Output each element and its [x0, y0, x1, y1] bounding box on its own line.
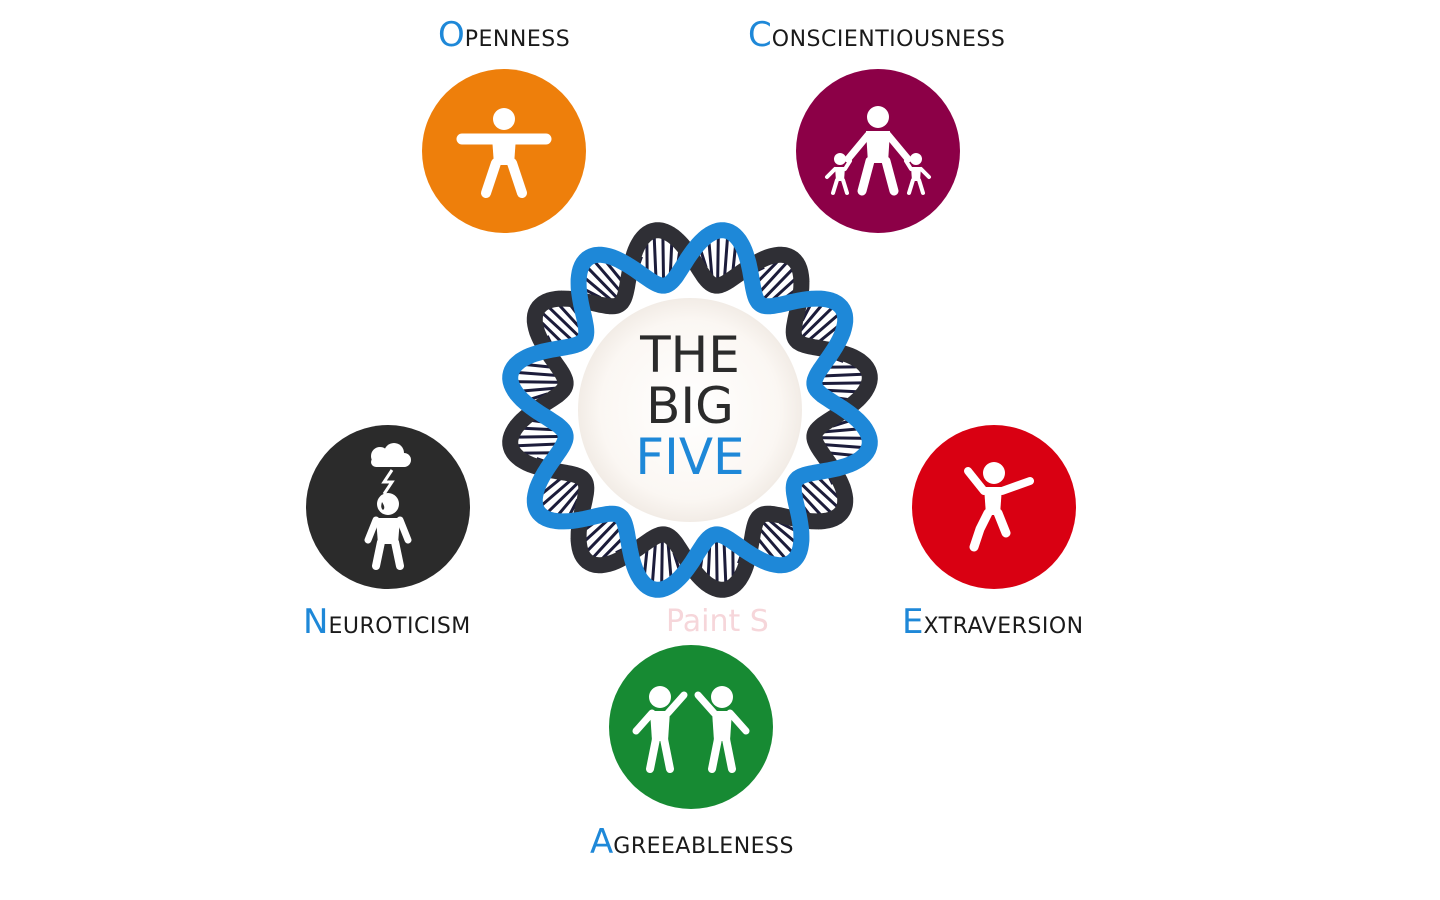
- label-agreeableness-rest: greeableness: [613, 834, 794, 859]
- label-agreeableness-initial: A: [590, 822, 613, 862]
- label-conscientiousness-initial: C: [748, 15, 772, 55]
- label-neuroticism: Neuroticism: [303, 605, 471, 639]
- person-storm-cloud-icon: [338, 442, 438, 572]
- label-extraversion-rest: xtraversion: [923, 614, 1083, 639]
- jumping-person-icon: [944, 457, 1044, 557]
- label-openness-initial: O: [438, 15, 465, 55]
- watermark-text: Paint S: [666, 604, 769, 639]
- center-title-line-3: FIVE: [590, 432, 790, 483]
- circle-openness: [422, 69, 586, 233]
- circle-neuroticism: [306, 425, 470, 589]
- center-title: THE BIG FIVE: [590, 330, 790, 483]
- circle-conscientiousness: [796, 69, 960, 233]
- two-people-high-five-icon: [626, 677, 756, 777]
- circle-agreeableness: [609, 645, 773, 809]
- label-openness-rest: penness: [465, 27, 570, 52]
- storm-cloud-icon: [371, 443, 411, 494]
- label-extraversion-initial: E: [902, 602, 923, 642]
- label-agreeableness: Agreeableness: [590, 825, 794, 859]
- label-conscientiousness-rest: onscientiousness: [772, 27, 1006, 52]
- label-extraversion: Extraversion: [902, 605, 1084, 639]
- adult-with-children-icon: [818, 101, 938, 201]
- label-conscientiousness: Conscientiousness: [748, 18, 1005, 52]
- circle-extraversion: [912, 425, 1076, 589]
- label-neuroticism-initial: N: [303, 602, 328, 642]
- center-title-line-1: THE: [590, 330, 790, 381]
- label-openness: Openness: [438, 18, 570, 52]
- label-neuroticism-rest: euroticism: [328, 614, 470, 639]
- person-arms-outstretched-icon: [454, 101, 554, 201]
- center-title-line-2: BIG: [590, 381, 790, 432]
